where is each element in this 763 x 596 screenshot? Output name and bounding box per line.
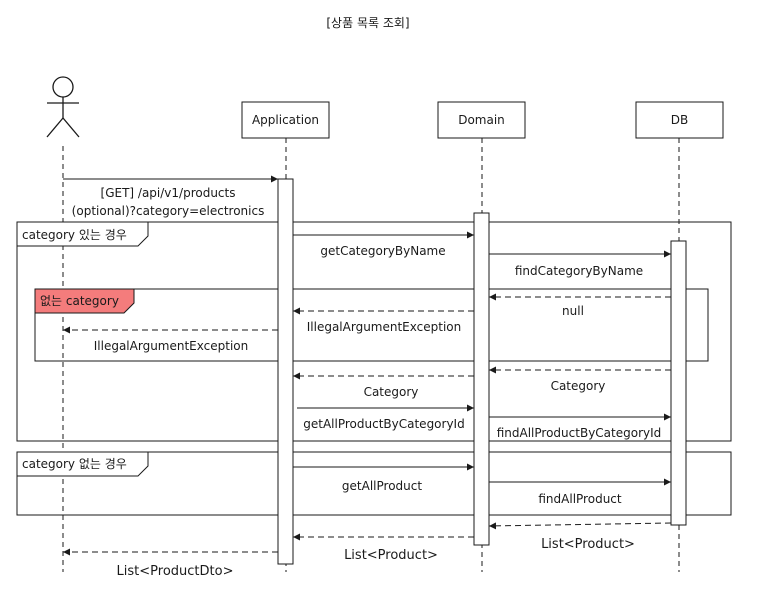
message-label: (optional)?category=electronics [72, 204, 265, 218]
message-label: findAllProductByCategoryId [497, 426, 662, 440]
message-label: IllegalArgumentException [307, 320, 462, 334]
actor-icon [46, 76, 80, 138]
fragment-with-category: category 있는 경우 [16, 221, 732, 442]
domain-activation [473, 212, 490, 546]
participant-label: Application [252, 113, 319, 127]
fragment-label: category 없는 경우 [22, 457, 127, 471]
message-label: getAllProduct [342, 479, 422, 493]
message-label: null [562, 304, 584, 318]
fragment-label: 없는 category [40, 294, 119, 308]
message-label: findCategoryByName [515, 264, 643, 278]
fragment-no-category: category 없는 경우 [16, 451, 732, 516]
message-label: List<Product> [344, 548, 438, 563]
application-activation [277, 178, 294, 565]
message-label: IllegalArgumentException [94, 339, 249, 353]
message-label: Category [551, 379, 606, 393]
participant-application: Application [241, 101, 330, 139]
participant-db: DB [635, 101, 724, 139]
db-activation [670, 240, 687, 526]
list-product-return-arrow [488, 522, 672, 530]
message-label: List<ProductDto> [117, 564, 234, 579]
message-label: getAllProductByCategoryId [303, 417, 464, 431]
participant-label: DB [671, 113, 688, 127]
message-label: List<Product> [541, 537, 635, 552]
message-label: getCategoryByName [320, 244, 445, 258]
message-label: [GET] /api/v1/products [101, 186, 236, 200]
message-label: findAllProduct [538, 492, 622, 506]
fragment-invalid-category: 없는 category [34, 288, 709, 362]
participant-label: Domain [458, 113, 505, 127]
message-label: Category [364, 385, 419, 399]
fragment-label: category 있는 경우 [22, 228, 127, 242]
diagram-title: [상품 목록 조회] [326, 16, 409, 30]
participant-domain: Domain [437, 101, 526, 139]
